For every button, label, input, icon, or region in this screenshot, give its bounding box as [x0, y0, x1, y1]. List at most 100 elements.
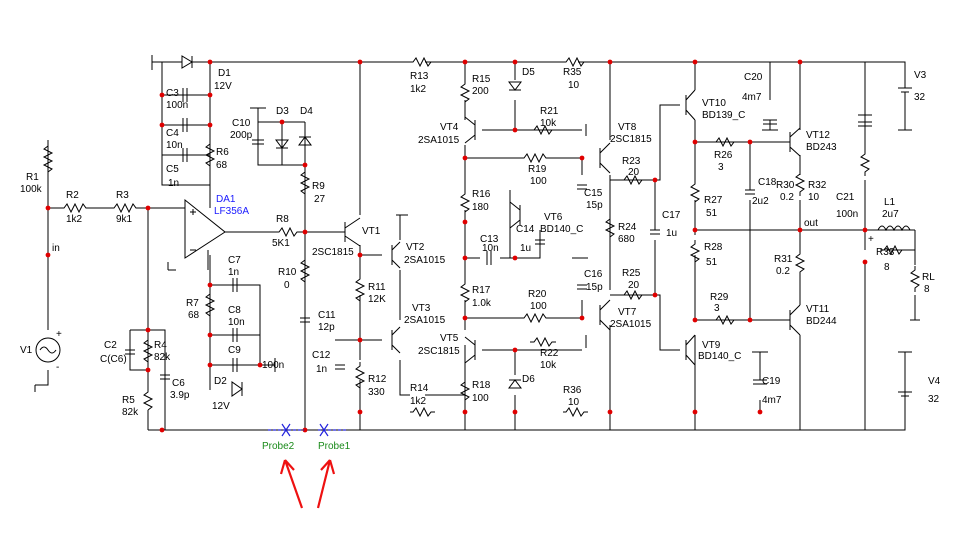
label-r21-value: 10k — [540, 118, 557, 129]
probe1-label[interactable]: Probe1 — [318, 441, 351, 452]
l1-inductor — [877, 225, 911, 232]
label-c18-value: 2u2 — [752, 196, 769, 207]
label-c2: C2 — [104, 340, 117, 351]
label-vt3-value: 2SA1015 — [404, 315, 446, 326]
r23 — [620, 174, 646, 186]
label-r27: R27 — [704, 195, 723, 206]
label-v3-value: 32 — [914, 92, 926, 103]
r4 — [142, 335, 154, 366]
probe2-label[interactable]: Probe2 — [262, 441, 295, 452]
r1 — [42, 140, 54, 178]
vt1 — [344, 217, 361, 247]
diodes — [181, 55, 522, 397]
label-r36: R36 — [563, 385, 582, 396]
label-r27-value: 51 — [706, 208, 718, 219]
label-r6: R6 — [216, 147, 229, 158]
label-c13: C13 — [480, 234, 499, 245]
label-r31: R31 — [774, 254, 793, 265]
label-vt9-value: BD140_C — [698, 351, 741, 362]
label-v4: V4 — [928, 376, 941, 387]
c7 — [232, 278, 238, 292]
d3-diode — [275, 139, 289, 149]
label-vt6-value: BD140_C — [540, 224, 583, 235]
label-r16: R16 — [472, 189, 491, 200]
label-r35: R35 — [563, 67, 582, 78]
r2 — [60, 202, 90, 214]
c12 — [335, 364, 345, 370]
label-d1-value: 12V — [214, 81, 232, 92]
label-r15: R15 — [472, 74, 491, 85]
annotation-arrows — [279, 459, 336, 509]
label-r26-value: 3 — [718, 162, 724, 173]
r8 — [275, 226, 300, 238]
label-d2: D2 — [214, 376, 227, 387]
label-r12: R12 — [368, 374, 387, 385]
vt12 — [789, 127, 801, 157]
label-r23-value: 20 — [628, 167, 640, 178]
label-vt9: VT9 — [702, 340, 721, 351]
label-r3: R3 — [116, 190, 129, 201]
label-da1: DA1 — [216, 194, 236, 205]
label-r36-value: 10 — [568, 397, 580, 408]
label-rl-value: 8 — [924, 284, 930, 295]
label-r32: R32 — [808, 180, 827, 191]
label-c16: C16 — [584, 269, 603, 280]
label-r21: R21 — [540, 106, 559, 117]
label-c9: C9 — [228, 345, 241, 356]
r28 — [689, 240, 701, 266]
wires — [35, 61, 916, 431]
r15 — [459, 80, 471, 106]
label-in: in — [52, 243, 60, 254]
c13 — [486, 251, 492, 265]
label-c20: C20 — [744, 72, 763, 83]
r32 — [794, 170, 806, 196]
vt7 — [599, 299, 611, 331]
rl — [909, 266, 921, 292]
label-vt1: VT1 — [362, 226, 381, 237]
label-vt7-value: 2SA1015 — [610, 319, 652, 330]
c17 — [650, 229, 660, 235]
label-r1: R1 — [26, 172, 39, 183]
vt3 — [391, 326, 401, 354]
label-vt11-value: BD244 — [806, 316, 837, 327]
r19 — [520, 152, 550, 164]
label-r33: R33 — [876, 247, 895, 258]
label-r13: R13 — [410, 71, 429, 82]
label-r9-value: 27 — [314, 194, 326, 205]
label-vt5-value: 2SC1815 — [418, 346, 460, 357]
label-c9-value: 100n — [262, 360, 284, 371]
probes[interactable]: Probe2 Probe1 — [262, 423, 351, 452]
label-r7: R7 — [186, 298, 199, 309]
label-c17: C17 — [662, 210, 681, 221]
v3-battery — [898, 80, 912, 130]
label-r17: R17 — [472, 285, 491, 296]
r33 — [880, 244, 906, 256]
label-vt11: VT11 — [806, 304, 830, 315]
c3 — [182, 88, 188, 102]
label-r32-value: 10 — [808, 192, 820, 203]
vt11 — [789, 304, 801, 336]
label-c21-value: 100n — [836, 209, 858, 220]
label-c10: C10 — [232, 118, 251, 129]
label-vt7: VT7 — [618, 307, 637, 318]
resistors — [42, 56, 921, 418]
label-r14-value: 1k2 — [410, 396, 427, 407]
label-r14: R14 — [410, 383, 429, 394]
label-r8: R8 — [276, 214, 289, 225]
label-rl: RL — [922, 272, 935, 283]
label-vt5: VT5 — [440, 333, 459, 344]
r36 — [563, 406, 588, 418]
label-r20: R20 — [528, 289, 547, 300]
vt10 — [685, 89, 696, 121]
label-r12-value: 330 — [368, 387, 385, 398]
r27 — [689, 180, 701, 206]
label-r19-value: 100 — [530, 176, 547, 187]
nodes — [45, 59, 868, 433]
label-c8-value: 10n — [228, 317, 245, 328]
label-r23: R23 — [622, 156, 641, 167]
label-c4: C4 — [166, 128, 179, 139]
supplies — [898, 80, 912, 397]
c15 — [577, 184, 587, 190]
